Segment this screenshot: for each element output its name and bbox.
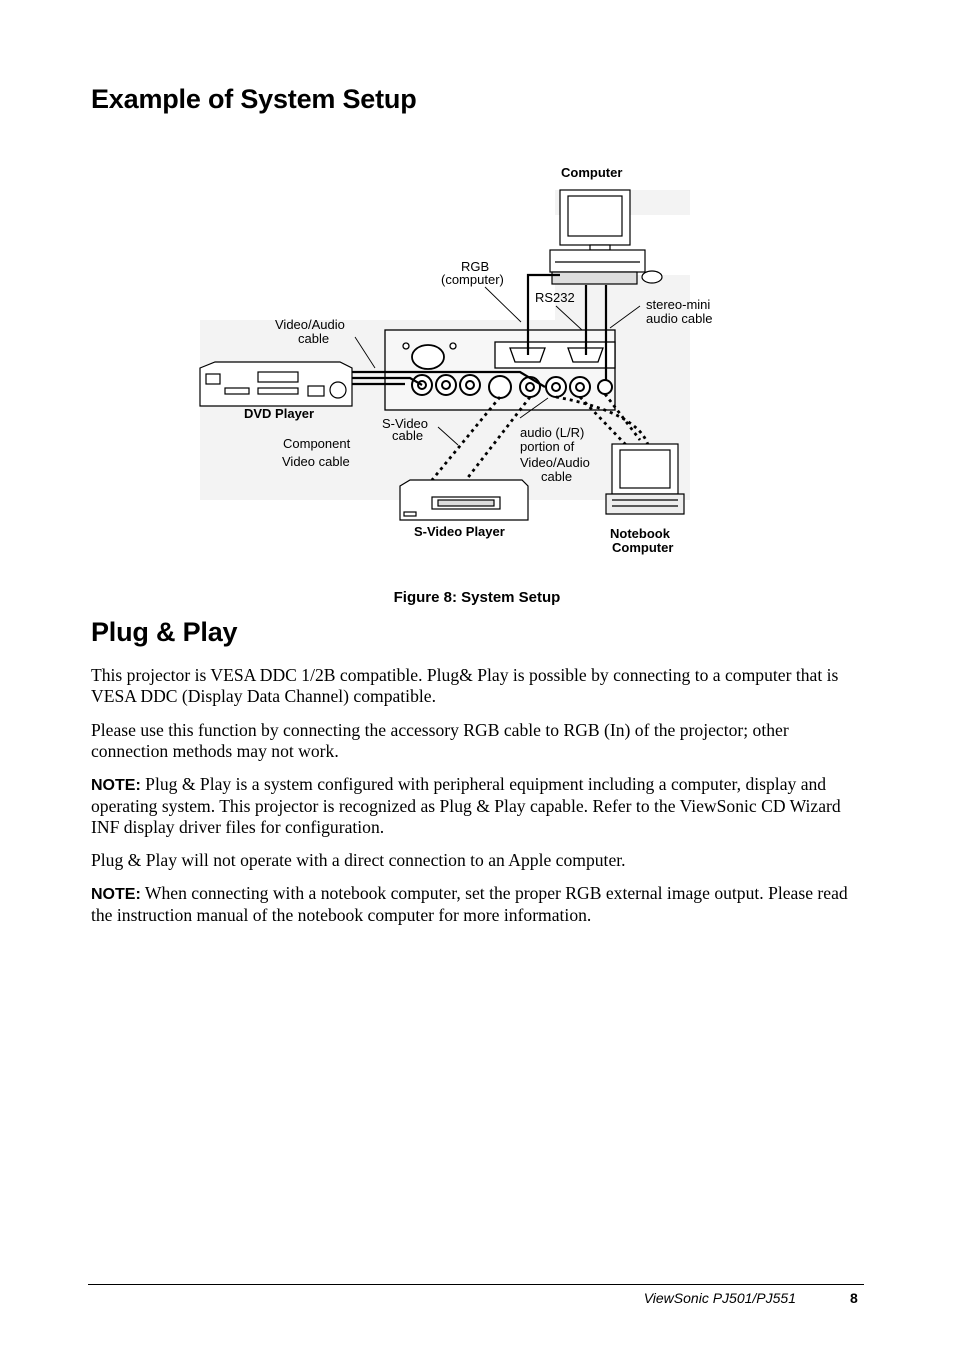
label-svideo-cable-line2: cable [392,428,423,443]
paragraph-note-system: NOTE: Plug & Play is a system configured… [91,774,866,838]
label-component-line1: Component [283,436,351,451]
computer-icon [549,189,663,285]
label-stereo-line2: audio cable [646,311,713,326]
label-audio-line4: cable [541,469,572,484]
label-rgb-line2: (computer) [441,272,504,287]
section-title-system-setup: Example of System Setup [91,84,417,114]
paragraph-apple: Plug & Play will not operate with a dire… [91,850,626,870]
svideo-player-icon [399,479,529,521]
label-svideo-cable-line1: S-Video [382,416,428,431]
dvd-player-icon [199,361,353,407]
leader-lines [354,286,641,446]
label-rs232: RS232 [535,290,575,305]
note-text: Plug & Play is a system configured with … [91,774,841,837]
label-va-cable-line2: cable [298,331,329,346]
label-audio-line3: Video/Audio [520,455,590,470]
component-video-cable [352,370,546,388]
label-dvd-player: DVD Player [244,406,314,421]
label-svideo-player: S-Video Player [414,524,505,539]
computer-cables [526,273,608,380]
footer-product-name: ViewSonic PJ501/PJ551 [643,1290,796,1306]
paragraph-rgb-cable: Please use this function by connecting t… [91,720,789,761]
label-notebook-line2: Computer [612,540,673,555]
paragraph-note-notebook: NOTE: When connecting with a notebook co… [91,883,866,926]
footer-divider [88,1284,864,1285]
label-notebook-line1: Notebook [610,526,671,541]
notebook-icon [605,443,685,515]
label-component-line2: Video cable [282,454,350,469]
label-computer: Computer [561,165,622,180]
label-va-cable-line1: Video/Audio [275,317,345,332]
label-audio-line2: portion of [520,439,575,454]
note-text: When connecting with a notebook computer… [91,883,848,925]
label-audio-line1: audio (L/R) [520,425,584,440]
label-stereo-line1: stereo-mini [646,297,710,312]
dotted-cables [430,393,650,481]
paragraph-ddc-compat: This projector is VESA DDC 1/2B compatib… [91,665,839,706]
label-rgb-line1: RGB [461,259,489,274]
footer-page-number: 8 [850,1290,858,1306]
system-setup-diagram: Computer DVD Player [199,165,713,555]
section-title-plug-play: Plug & Play [91,617,238,647]
figure-caption: Figure 8: System Setup [393,589,561,606]
note-label: NOTE: [91,886,141,903]
note-label: NOTE: [91,777,141,794]
